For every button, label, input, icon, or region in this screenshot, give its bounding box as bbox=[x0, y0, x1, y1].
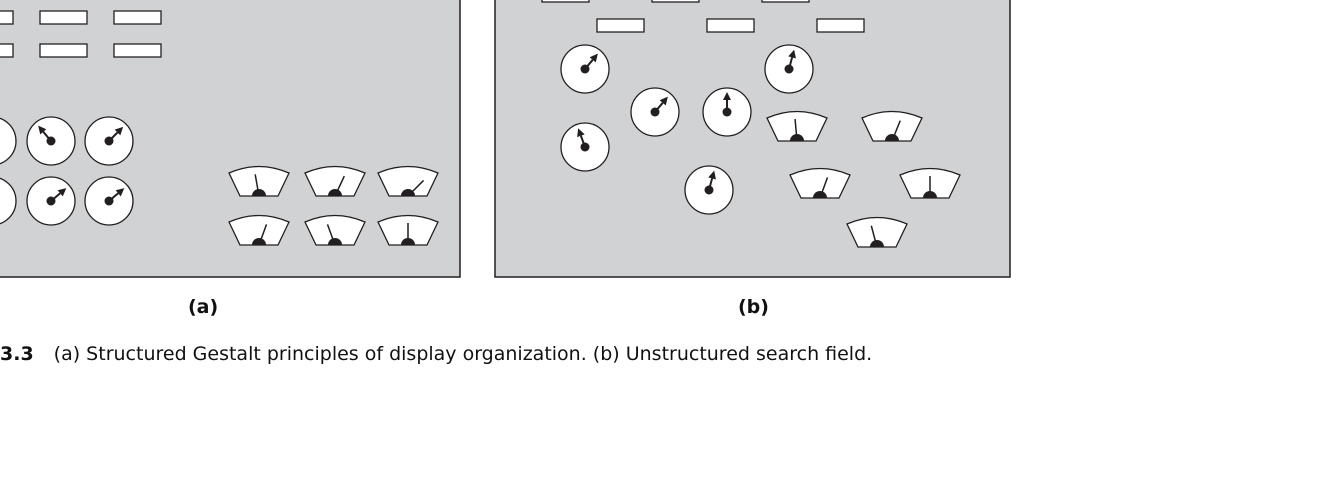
meter-gauge bbox=[228, 214, 290, 246]
dial-gauge bbox=[684, 165, 734, 215]
dial-gauge bbox=[560, 44, 610, 94]
indicator-light bbox=[761, 0, 810, 3]
caption-text: (a) Structured Gestalt principles of dis… bbox=[53, 343, 873, 365]
meter-hub bbox=[328, 189, 342, 196]
dial-hub bbox=[580, 64, 590, 74]
meter-gauge bbox=[377, 165, 439, 197]
dial-gauge bbox=[0, 177, 17, 225]
meter-gauge bbox=[846, 216, 908, 248]
indicator-light bbox=[816, 18, 865, 33]
meter-hub bbox=[252, 189, 266, 196]
needle-arrowhead bbox=[788, 49, 796, 59]
indicator-light bbox=[596, 18, 645, 33]
panel-b-label: (b) bbox=[738, 296, 769, 318]
dial-hub bbox=[704, 185, 714, 195]
figure-caption: 3.3 (a) Structured Gestalt principles of … bbox=[0, 343, 872, 365]
needle-arrowhead bbox=[708, 170, 716, 180]
meter-hub bbox=[401, 238, 415, 245]
indicator-light bbox=[0, 43, 14, 58]
dial-gauge bbox=[0, 117, 17, 165]
meter-hub bbox=[870, 240, 884, 247]
needle-arrowhead bbox=[589, 53, 598, 63]
dial-gauge bbox=[84, 176, 134, 226]
meter-gauge bbox=[304, 214, 366, 246]
indicator-light bbox=[39, 43, 88, 58]
needle-arrowhead bbox=[577, 128, 585, 138]
needle-arrowhead bbox=[114, 126, 124, 136]
meter-gauge bbox=[766, 110, 828, 142]
dial-hub bbox=[104, 196, 114, 206]
dial-hub bbox=[650, 107, 660, 117]
dial-hub bbox=[580, 142, 590, 152]
meter-hub bbox=[401, 189, 415, 196]
dial-gauge bbox=[630, 87, 680, 137]
meter-gauge bbox=[377, 214, 439, 246]
dial-hub bbox=[104, 136, 114, 146]
needle-arrowhead bbox=[115, 188, 125, 197]
indicator-light bbox=[0, 10, 14, 25]
needle-arrowhead bbox=[659, 96, 668, 106]
panel-a-label: (a) bbox=[188, 296, 219, 318]
meter-hub bbox=[813, 191, 827, 198]
meter-hub bbox=[328, 238, 342, 245]
dial-hub bbox=[46, 196, 56, 206]
meter-gauge bbox=[789, 167, 851, 199]
meter-gauge bbox=[899, 167, 961, 199]
dial-gauge bbox=[84, 116, 134, 166]
dial-gauge bbox=[702, 87, 752, 137]
dial-gauge bbox=[764, 44, 814, 94]
dial-hub bbox=[722, 107, 732, 117]
meter-hub bbox=[790, 134, 804, 141]
indicator-light bbox=[541, 0, 590, 3]
needle-arrowhead bbox=[38, 125, 47, 135]
meter-gauge bbox=[861, 110, 923, 142]
dial-hub bbox=[46, 136, 56, 146]
needle-arrowhead bbox=[57, 188, 67, 197]
dial-gauge bbox=[26, 116, 76, 166]
dial-gauge bbox=[26, 176, 76, 226]
dial-gauge bbox=[560, 122, 610, 172]
caption-number: 3.3 bbox=[0, 343, 34, 365]
indicator-light bbox=[113, 43, 162, 58]
meter-hub bbox=[252, 238, 266, 245]
meter-hub bbox=[923, 191, 937, 198]
indicator-light bbox=[651, 0, 700, 3]
meter-gauge bbox=[228, 165, 290, 197]
dial-hub bbox=[784, 64, 794, 74]
needle-arrowhead bbox=[723, 92, 731, 100]
meter-gauge bbox=[304, 165, 366, 197]
meter-hub bbox=[885, 134, 899, 141]
indicator-light bbox=[113, 10, 162, 25]
indicator-light bbox=[706, 18, 755, 33]
indicator-light bbox=[39, 10, 88, 25]
